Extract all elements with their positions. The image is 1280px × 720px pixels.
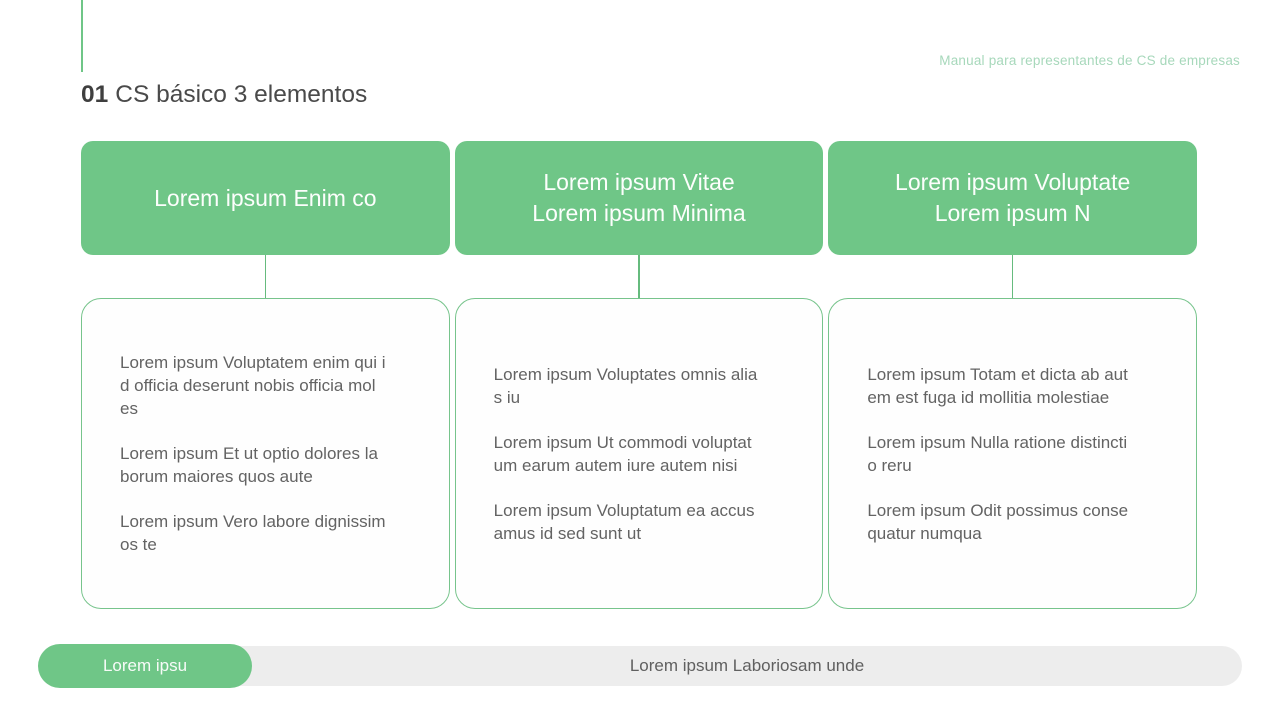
card-paragraph: Lorem ipsum Voluptatum ea accus amus id … [493, 500, 755, 543]
column-1: Lorem ipsum Enim co Lorem ipsum Voluptat… [81, 141, 450, 609]
footer-pill: Lorem ipsu [38, 644, 252, 688]
header-box-1: Lorem ipsum Enim co [81, 141, 450, 255]
card-paragraph: Lorem ipsum Ut commodi voluptat um earum… [493, 432, 752, 475]
footer: Lorem ipsum Laboriosam unde Lorem ipsu [38, 644, 1242, 688]
connector-line-3 [1011, 255, 1014, 298]
slide-eyebrow: Manual para representantes de CS de empr… [939, 53, 1240, 68]
card-paragraph: Lorem ipsum Odit possimus conse quatur n… [867, 500, 1129, 543]
columns-row: Lorem ipsum Enim co Lorem ipsum Voluptat… [81, 141, 1198, 609]
card-paragraph: Lorem ipsum Vero labore dignissim os te [120, 512, 386, 554]
card-paragraph: Lorem ipsum Et ut optio dolores la borum… [120, 444, 378, 486]
detail-card-3: Lorem ipsum Totam et dicta ab aut em est… [828, 298, 1198, 609]
footer-pill-label: Lorem ipsu [102, 656, 188, 675]
title-text: CS básico 3 elementos [115, 81, 368, 108]
connector-line-1 [264, 255, 267, 298]
footer-bar-label: Lorem ipsum Laboriosam unde [629, 656, 865, 675]
accent-line [81, 0, 83, 72]
column-2: Lorem ipsum Vitae Lorem ipsum Minima Lor… [454, 141, 824, 609]
detail-card-1: Lorem ipsum Voluptatem enim qui i d offi… [81, 298, 450, 609]
header-box-3: Lorem ipsum Voluptate Lorem ipsum N [828, 141, 1198, 255]
column-3: Lorem ipsum Voluptate Lorem ipsum N Lore… [828, 141, 1198, 609]
card-paragraph: Lorem ipsum Voluptates omnis alia s iu [493, 364, 758, 407]
header-box-2: Lorem ipsum Vitae Lorem ipsum Minima [454, 141, 824, 255]
card-paragraph: Lorem ipsum Nulla ratione distincti o re… [867, 432, 1128, 475]
detail-card-2: Lorem ipsum Voluptates omnis alia s iu L… [454, 298, 824, 609]
card-paragraph: Lorem ipsum Voluptatem enim qui i d offi… [120, 353, 386, 418]
connector-line-2 [638, 255, 640, 298]
card-paragraph: Lorem ipsum Totam et dicta ab aut em est… [867, 364, 1128, 407]
title-number: 01 [81, 81, 109, 108]
